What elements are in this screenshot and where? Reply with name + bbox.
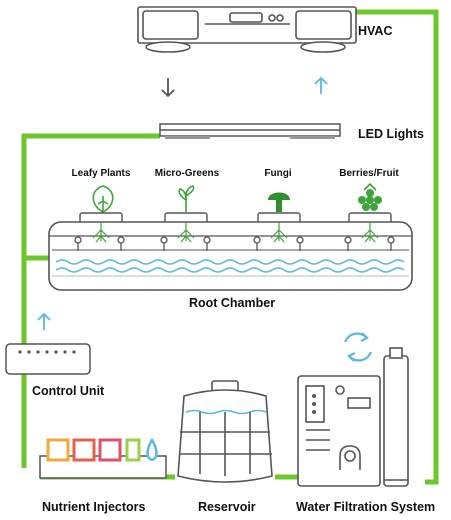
led-light-bar [159, 123, 341, 139]
reservoir-tank [177, 380, 273, 483]
root-chamber-label: Root Chamber [188, 296, 276, 310]
arrow-down-icon [161, 78, 175, 98]
roots [92, 223, 379, 243]
berries-fruit-label: Berries/Fruit [339, 168, 399, 179]
fungi-icon [268, 192, 290, 212]
water-filtration-unit [297, 347, 409, 487]
water-waves [55, 259, 405, 273]
arrow-up-icon [37, 312, 51, 330]
led-lights-label: LED Lights [358, 127, 424, 141]
recycle-icon [343, 332, 373, 362]
nutrient-injectors [39, 437, 167, 479]
hvac-unit [137, 6, 357, 53]
arrow-up-icon [314, 76, 328, 94]
leafy-plant-icon [92, 185, 114, 213]
fungi-label: Fungi [264, 168, 292, 179]
micro-green-icon [178, 185, 195, 212]
reservoir-label: Reservoir [198, 500, 256, 514]
leafy-plants-label: Leafy Plants [71, 168, 131, 179]
water-filtration-label: Water Filtration System [296, 500, 436, 514]
root-chamber [48, 221, 413, 291]
spray-nozzles [74, 236, 395, 251]
control-unit [5, 343, 91, 375]
micro-greens-label: Micro-Greens [154, 168, 220, 179]
nutrient-injectors-label: Nutrient Injectors [42, 500, 146, 514]
berry-icon [358, 182, 382, 211]
hvac-label: HVAC [358, 24, 393, 38]
control-unit-label: Control Unit [32, 384, 105, 398]
